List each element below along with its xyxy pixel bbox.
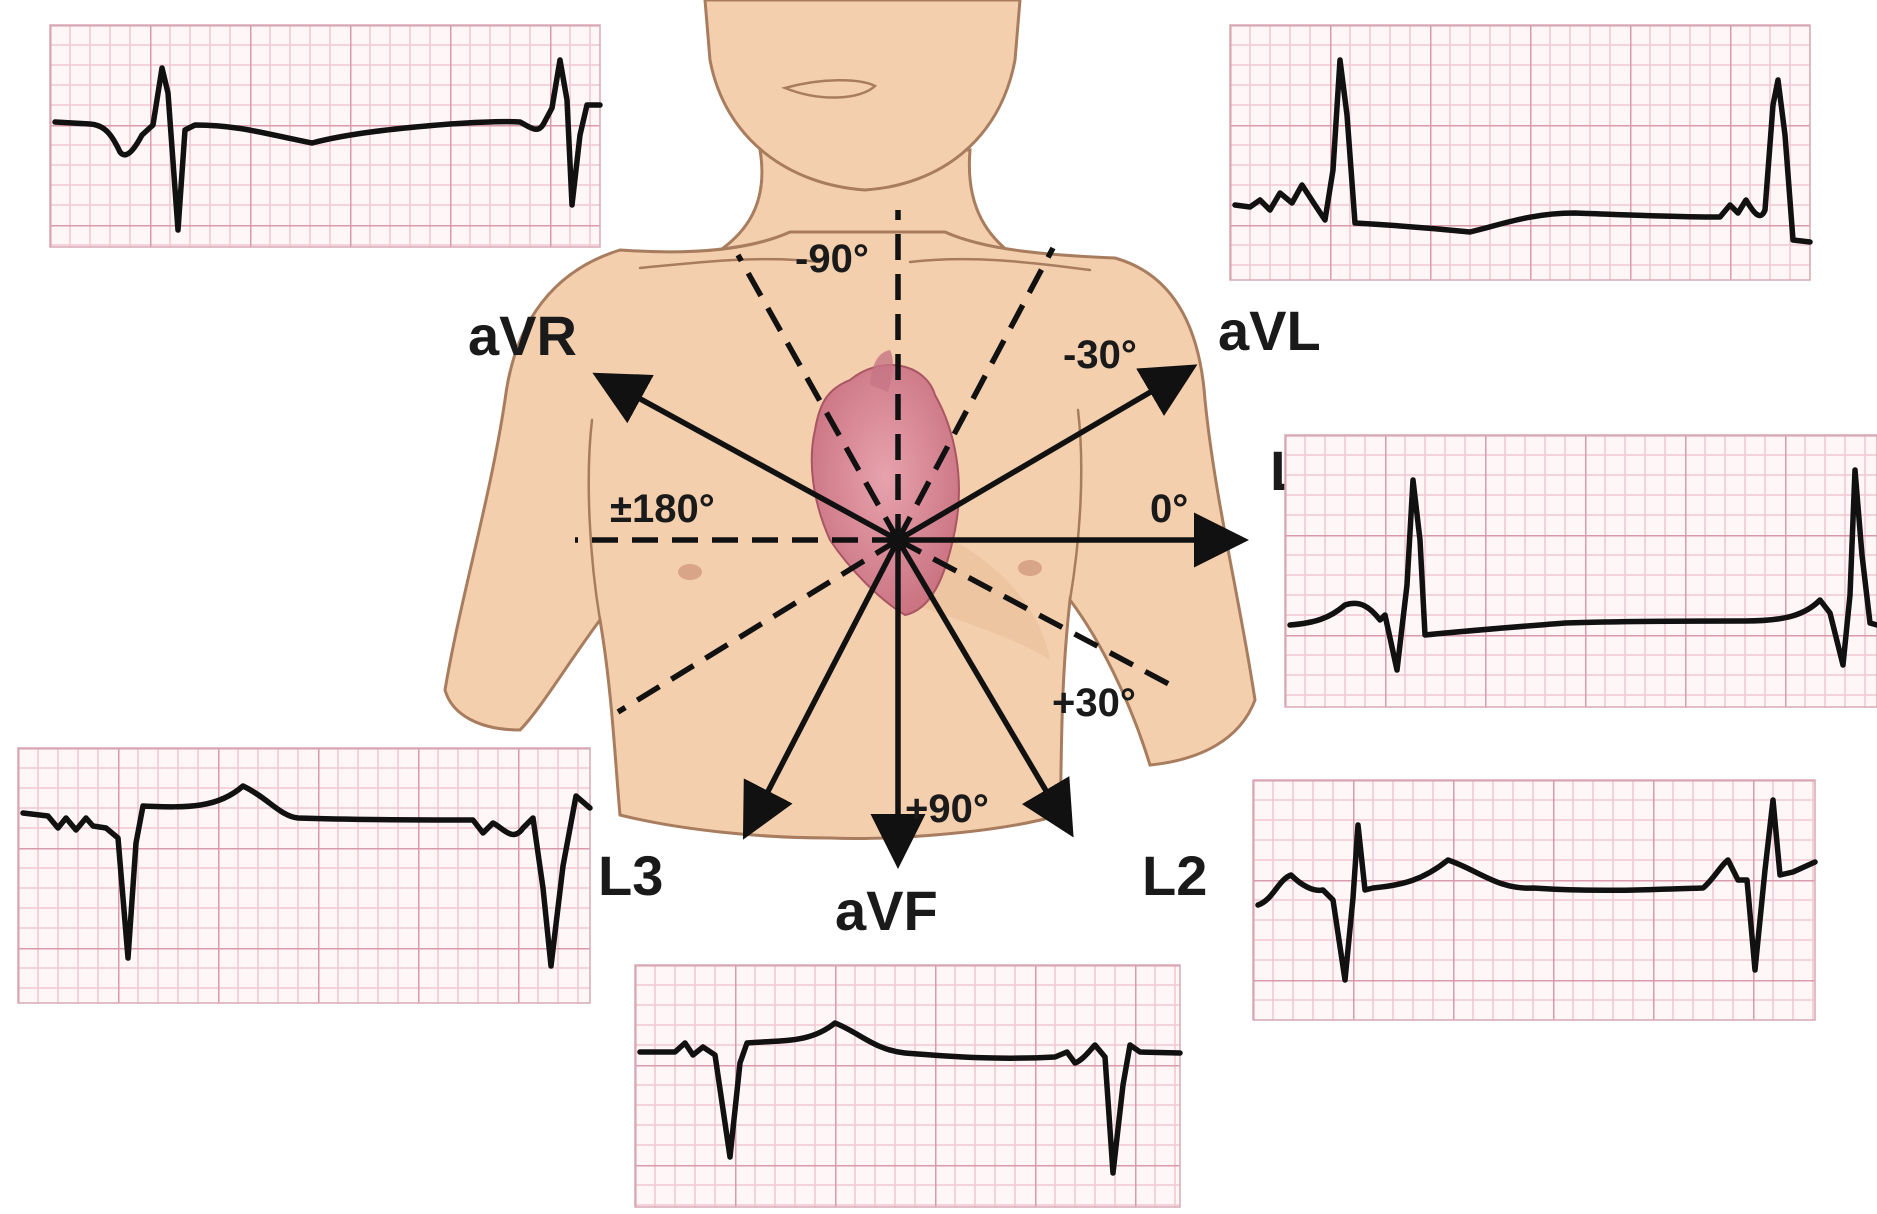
right-collarbone (908, 257, 1092, 272)
heart (810, 364, 960, 617)
ecg-trace-aVR (52, 57, 603, 233)
lead-axes (575, 210, 1249, 869)
axis-150-dashed (616, 537, 900, 715)
ecg-trace-L3 (20, 783, 593, 969)
angle-plus90: +90° (905, 787, 989, 831)
ecg-trace-L1 (1287, 467, 1877, 673)
ecg-trace-L2 (1255, 797, 1818, 983)
left-arm-crease (587, 418, 602, 622)
ecg-grid-aVL (1229, 24, 1811, 281)
chin (703, 0, 1022, 192)
angle-minus90: -90° (795, 237, 869, 281)
ecg-grid-aVR (49, 24, 601, 248)
ecg-strip-L1 (1284, 434, 1877, 708)
ecg-grid-L2 (1252, 779, 1816, 1021)
left-collarbone (638, 257, 822, 270)
ecg-trace-aVL (1232, 57, 1813, 245)
lead-label-L2: L2 (1142, 844, 1207, 907)
angle-plus30: +30° (1052, 681, 1136, 725)
ecg-grid-L1 (1284, 434, 1877, 708)
axis-aVR-arrow (592, 372, 900, 543)
ecg-strip-aVF (634, 964, 1183, 1208)
heart-vessels (870, 350, 893, 392)
axis-plus30-dashed (896, 537, 1182, 693)
axis-L3-arrow (742, 538, 901, 840)
axis-L2-arrow (895, 538, 1074, 838)
lead-label-aVL: aVL (1218, 299, 1321, 362)
angle-zero: 0° (1150, 487, 1188, 531)
axis-center (887, 529, 909, 551)
ecg-trace-aVF (637, 1020, 1183, 1176)
ecg-strip-L2 (1252, 779, 1818, 1021)
left-nipple (678, 564, 702, 580)
axis-aVL-arrow (896, 364, 1198, 543)
lead-labels: aVR aVL L1 L2 L3 aVF (468, 299, 1335, 942)
angle-plus180: ±180° (610, 487, 715, 531)
ecg-strip-L3 (17, 747, 593, 1004)
ecg-grid-aVF (634, 964, 1181, 1208)
lead-label-aVR: aVR (468, 304, 577, 367)
angle-minus30: -30° (1063, 333, 1137, 377)
axis-minus120-dashed (895, 246, 1056, 542)
ecg-strip-aVL (1229, 24, 1813, 281)
right-nipple (1018, 560, 1042, 576)
lead-label-L3: L3 (598, 844, 663, 907)
ecg-grid-L3 (17, 747, 591, 1004)
ecg-strip-aVR (49, 24, 603, 248)
lead-label-aVF: aVF (835, 879, 938, 942)
lips (781, 79, 878, 99)
angle-labels: -90° -30° ±180° 0° +30° +90° (610, 237, 1188, 831)
axis-minus60-dashed (735, 253, 901, 542)
